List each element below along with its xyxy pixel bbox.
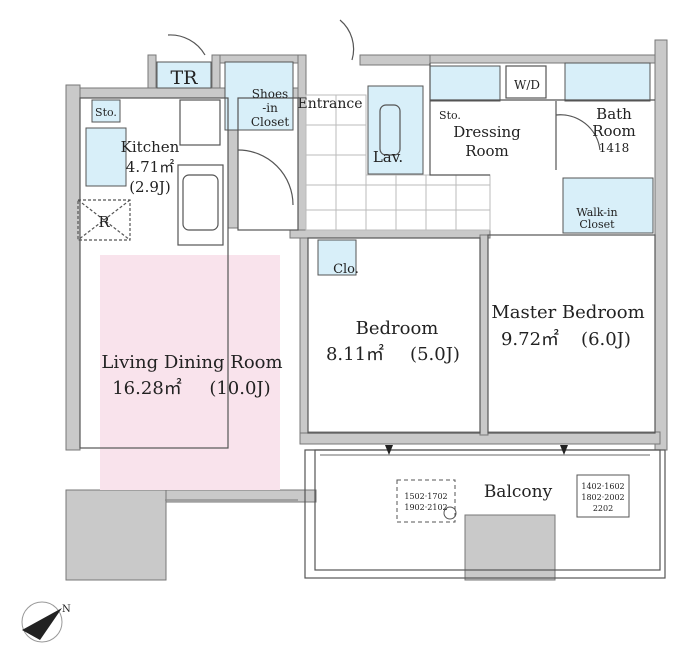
living-area-size: 16.28㎡ [112,377,182,399]
shoes-closet-label-3: Closet [251,115,290,129]
bathtub [564,62,651,102]
living-area-fill [100,255,280,490]
lavatory-label: Lav. [373,148,403,166]
unit-note-left-1: 1502·1702 [404,492,447,501]
walk-in-closet-label-2: Closet [579,218,615,231]
bath-room-label-1: Bath [596,105,632,123]
washer-dryer-label: W/D [514,78,540,92]
dressing-room-label-2: Room [465,142,509,160]
unit-note-right-3: 2202 [593,504,613,513]
master-bedroom-area: 9.72㎡ [501,328,559,350]
walk-in-closet [562,177,654,234]
shoes-closet [224,61,294,131]
kitchen-name: Kitchen [121,138,180,156]
walk-in-closet-label-1: Walk-in [576,206,617,219]
bedroom-name: Bedroom [356,318,439,339]
shoes-closet-label-2: -in [262,101,278,115]
entrance-tiles [305,94,491,231]
fridge-label: R [98,213,110,231]
living-name: Living Dining Room [101,352,282,373]
shoes-closet-label-1: Shoes [252,87,288,101]
kitchen-shelf [85,127,127,187]
unit-note-right-2: 1802·2002 [581,493,624,502]
walls [65,39,668,581]
lavatory [367,85,424,175]
bedroom-jo: (5.0J) [410,344,460,365]
living-jo: (10.0J) [209,378,270,399]
svg-text:N: N [62,604,71,615]
kitchen-area: 4.71㎡ [126,158,174,176]
kitchen-storage [91,99,121,123]
master-bedroom-name: Master Bedroom [491,302,644,323]
kitchen-sto-label: Sto. [95,106,117,119]
bath-room-size: 1418 [599,141,630,155]
unit-note-right-1: 1402·1602 [581,482,624,491]
north-compass-icon: N [21,601,71,643]
washing-area [429,65,501,102]
balcony-label: Balcony [484,482,553,502]
dressing-sto-label: Sto. [439,109,461,122]
entrance-label: Entrance [297,96,362,112]
master-bedroom-jo: (6.0J) [581,329,631,350]
closet [317,239,357,276]
closet-label: Clo. [333,262,359,277]
tr-label: TR [171,67,199,89]
kitchen-jo: (2.9J) [129,178,171,196]
toilet-room [156,61,212,89]
bedroom-area: 8.11㎡ [326,343,384,365]
dressing-room-label-1: Dressing [453,123,521,141]
bath-room-label-2: Room [592,122,636,140]
unit-note-left-2: 1902·2102 [404,503,447,512]
